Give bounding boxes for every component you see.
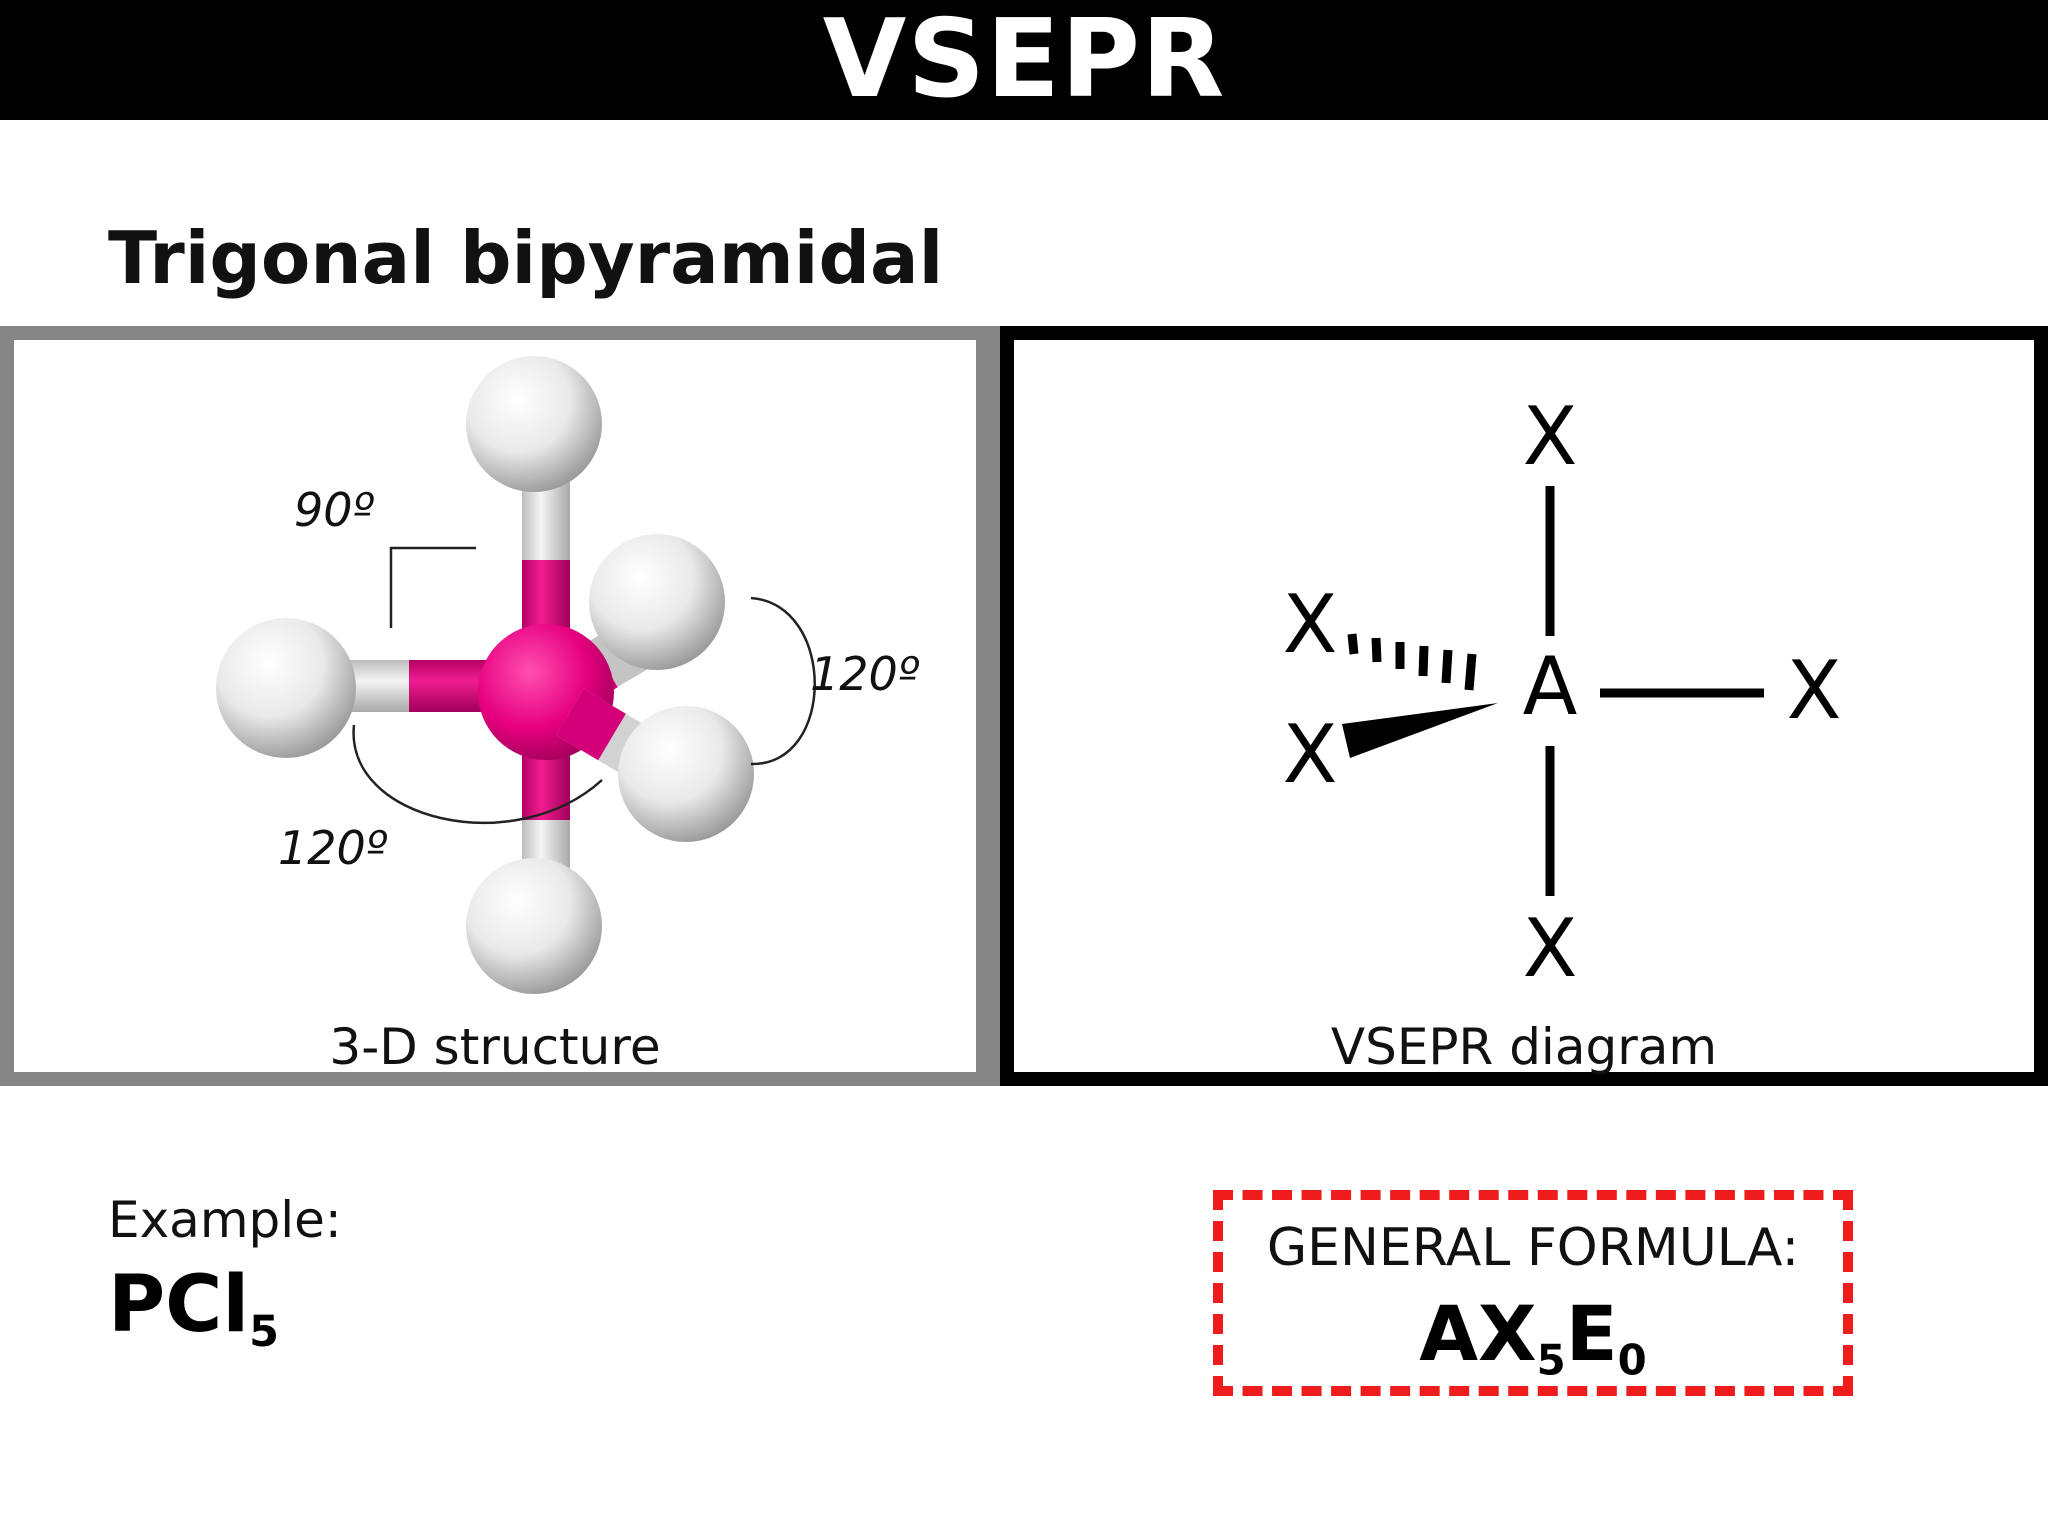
ligand-label-bottom: X xyxy=(1523,902,1578,995)
structure-caption: 3-D structure xyxy=(329,1018,661,1076)
general-formula-e-count: 0 xyxy=(1617,1335,1647,1385)
header-bar: VSEPR xyxy=(0,0,2048,120)
vsepr-diagram: A X X X X X xyxy=(1283,390,1842,995)
angle-arc-right xyxy=(750,596,816,766)
diagram-caption: VSEPR diagram xyxy=(1330,1018,1718,1076)
right-angle-marker xyxy=(389,546,476,628)
page-title: VSEPR xyxy=(822,0,1226,122)
angle-label-120-bottom: 120º xyxy=(278,821,388,875)
central-atom-label: A xyxy=(1523,640,1578,733)
general-formula-box: GENERAL FORMULA: AX5E0 xyxy=(1213,1190,1853,1396)
ligand-label-right: X xyxy=(1787,644,1842,737)
ligand-label-top: X xyxy=(1523,390,1578,483)
bond-hashed xyxy=(1347,633,1477,691)
example-formula-main: PCl xyxy=(108,1260,250,1350)
diagram-panel: A X X X X X VSEPR diagram xyxy=(1000,326,2048,1086)
general-formula-e: E xyxy=(1565,1289,1618,1378)
ligand-atom-bottom xyxy=(466,858,602,994)
general-formula: AX5E0 xyxy=(1223,1296,1843,1382)
ligand-label-hashed: X xyxy=(1283,578,1338,671)
structure-panel: 90º 120º 120º 3-D structure xyxy=(0,326,990,1086)
ligand-atom-left xyxy=(216,618,356,758)
ligand-atom-top xyxy=(466,356,602,492)
general-formula-label: GENERAL FORMULA: xyxy=(1266,1218,1800,1278)
angle-label-120-right: 120º xyxy=(810,647,920,701)
bond-wedge xyxy=(1342,703,1498,758)
ligand-atom-front xyxy=(618,706,754,842)
ligand-label-wedge: X xyxy=(1283,708,1338,801)
general-formula-ax: AX xyxy=(1419,1289,1537,1378)
angle-arc-bottom xyxy=(352,724,603,824)
general-formula-x-count: 5 xyxy=(1536,1335,1566,1385)
example-formula-subscript: 5 xyxy=(249,1307,279,1357)
angle-label-90: 90º xyxy=(294,483,375,537)
example-label: Example: xyxy=(108,1191,342,1249)
ligand-atom-back xyxy=(589,534,725,670)
example-formula: PCl5 xyxy=(108,1266,279,1354)
geometry-name: Trigonal bipyramidal xyxy=(108,216,944,300)
ball-and-stick-model: 90º 120º 120º xyxy=(216,356,920,994)
